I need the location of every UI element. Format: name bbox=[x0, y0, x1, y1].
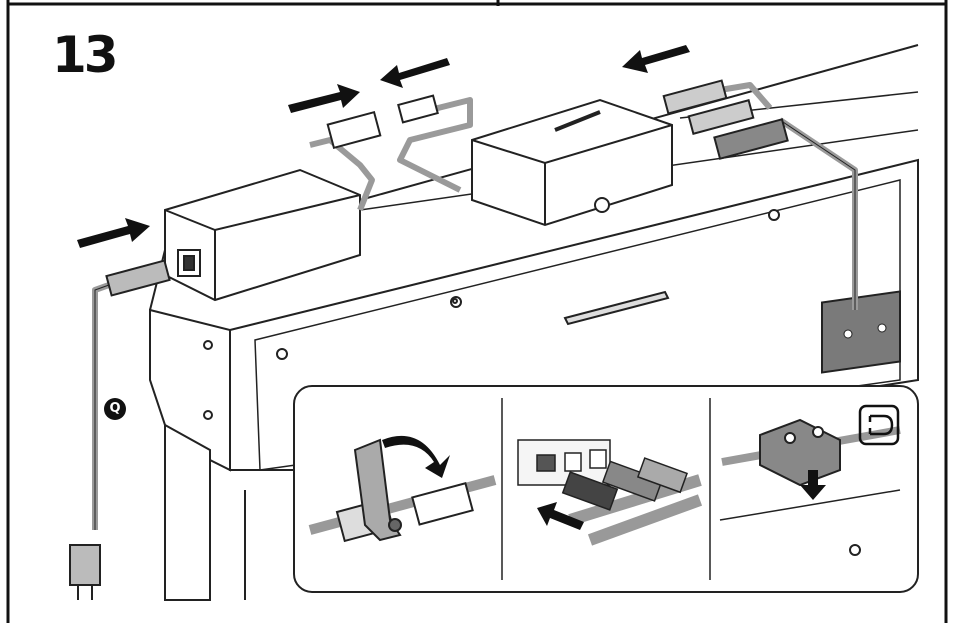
detail-magnet-clip bbox=[719, 418, 901, 556]
connectors bbox=[69, 79, 789, 600]
detail-connector-ports bbox=[517, 439, 703, 546]
page-frame bbox=[6, 0, 948, 623]
power-adapter-left bbox=[164, 168, 361, 302]
rotate-arrow-icon bbox=[382, 435, 450, 478]
push-arrow-icon bbox=[537, 502, 584, 530]
magnet-icon bbox=[858, 404, 900, 446]
magnet-cable-mount bbox=[821, 290, 901, 374]
down-arrow-icon bbox=[800, 470, 826, 500]
detail-inset bbox=[293, 385, 919, 593]
push-arrow-icon bbox=[77, 45, 690, 248]
step-number: 13 bbox=[52, 26, 119, 84]
detail-cable-clip bbox=[308, 438, 497, 543]
control-box bbox=[471, 98, 673, 227]
callout-q-badge: Q bbox=[104, 398, 126, 420]
